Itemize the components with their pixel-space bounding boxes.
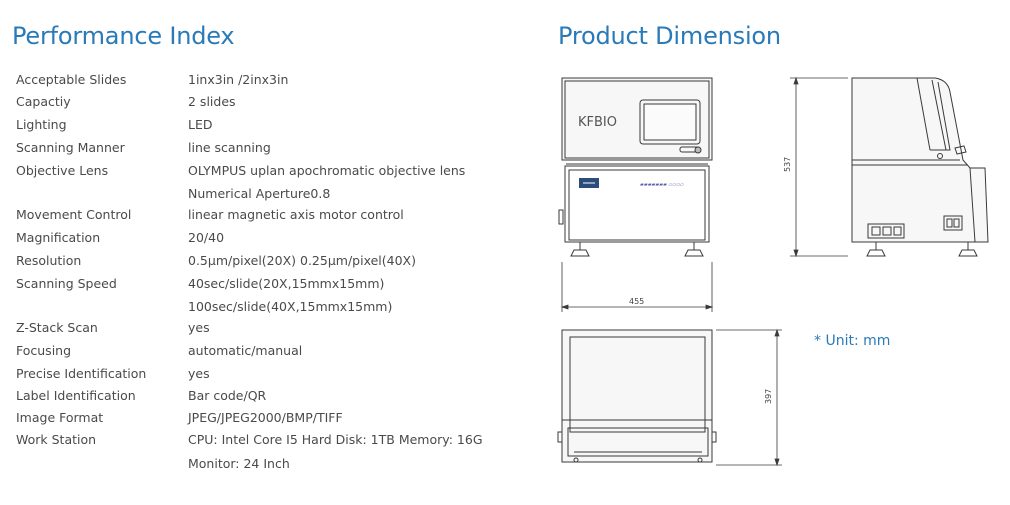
spec-label: Label Identification [16, 388, 136, 403]
top-view-drawing [557, 329, 717, 463]
width-label: 455 [629, 297, 644, 306]
spec-label: Work Station [16, 432, 97, 447]
front-logo: KFBIO [578, 115, 617, 130]
height-label: 537 [783, 157, 792, 172]
spec-value: CPU: Intel Core I5 Hard Disk: 1TB Memory… [188, 432, 483, 447]
spec-label: Precise Identification [16, 366, 147, 381]
spec-value: Numerical Aperture0.8 [188, 186, 331, 201]
height-dimension-line [790, 76, 848, 258]
unit-note: * Unit: mm [814, 333, 891, 349]
spec-label: Magnification [16, 230, 101, 245]
spec-value: 0.5μm/pixel(20X) 0.25μm/pixel(40X) [188, 253, 416, 268]
spec-value: 1inx3in /2inx3in [188, 72, 289, 87]
spec-value: linear magnetic axis motor control [188, 207, 404, 222]
front-panel-brand: ▰▰▰▰▰▰▰ ▱▱▱▱ [640, 182, 684, 188]
spec-value: yes [188, 320, 210, 335]
spec-label: Lighting [16, 117, 67, 132]
front-view-drawing [558, 77, 713, 257]
spec-value: 100sec/slide(40X,15mmx15mm) [188, 299, 393, 314]
spec-value: OLYMPUS uplan apochromatic objective len… [188, 163, 466, 178]
width-dimension-line [560, 262, 714, 312]
depth-label: 397 [764, 389, 773, 404]
spec-label: Scanning Manner [16, 140, 125, 155]
spec-value: 40sec/slide(20X,15mmx15mm) [188, 276, 385, 291]
spec-value: LED [188, 117, 213, 132]
spec-value: yes [188, 366, 210, 381]
spec-label: Acceptable Slides [16, 72, 127, 87]
spec-label: Focusing [16, 343, 72, 358]
product-dimension-title: Product Dimension [558, 22, 781, 50]
spec-value: line scanning [188, 140, 271, 155]
spec-value: 2 slides [188, 94, 236, 109]
spec-value: JPEG/JPEG2000/BMP/TIFF [188, 410, 343, 425]
spec-label: Scanning Speed [16, 276, 117, 291]
depth-dimension-line [716, 328, 782, 467]
spec-label: Capactiy [16, 94, 71, 109]
spec-label: Resolution [16, 253, 82, 268]
performance-index-title: Performance Index [12, 22, 235, 50]
spec-value: automatic/manual [188, 343, 303, 358]
side-view-drawing [851, 77, 989, 257]
spec-label: Movement Control [16, 207, 132, 222]
spec-label: Z-Stack Scan [16, 320, 98, 335]
spec-value: 20/40 [188, 230, 225, 245]
spec-value: Bar code/QR [188, 388, 267, 403]
spec-label: Objective Lens [16, 163, 109, 178]
spec-value: Monitor: 24 Inch [188, 456, 290, 471]
spec-label: Image Format [16, 410, 104, 425]
